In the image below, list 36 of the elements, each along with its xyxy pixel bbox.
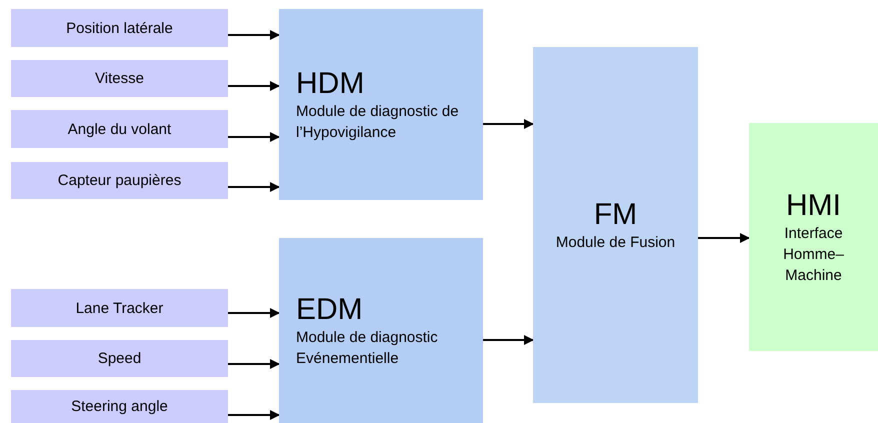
- arrow: [228, 308, 280, 318]
- module-box: [533, 47, 698, 403]
- input-label: Capteur paupières: [58, 172, 182, 189]
- input-label: Vitesse: [95, 70, 144, 87]
- module-description: Module de Fusion: [556, 232, 676, 252]
- arrow: [698, 233, 750, 243]
- input-label: Angle du volant: [68, 120, 172, 138]
- module-box: [279, 9, 483, 200]
- input-label: Position latérale: [66, 20, 173, 36]
- arrow: [483, 335, 534, 345]
- arrow: [228, 132, 280, 142]
- arrow: [228, 410, 280, 420]
- module-acronym: EDM: [296, 292, 364, 326]
- arrow: [483, 119, 534, 129]
- arrow: [228, 30, 280, 40]
- input-label: Lane Tracker: [76, 300, 164, 316]
- input-box: [11, 340, 228, 377]
- module-description: Module de diagnostic de l’Hypovigilance: [296, 102, 460, 142]
- module-acronym: HDM: [296, 66, 366, 100]
- module-box: [749, 123, 878, 351]
- module-acronym: FM: [594, 198, 638, 232]
- input-box: [11, 60, 228, 97]
- arrow: [228, 359, 280, 369]
- arrow: [228, 81, 280, 91]
- module-acronym: HMI: [786, 188, 841, 222]
- input-box: [11, 110, 228, 148]
- module-description: Interface Homme–Machine: [782, 224, 845, 286]
- input-label: Speed: [98, 350, 142, 367]
- arrow: [228, 182, 280, 192]
- module-box: [279, 238, 483, 423]
- input-box: [11, 162, 228, 199]
- input-label: Steering angle: [71, 398, 168, 415]
- module-description: Module de diagnostic Evénementielle: [296, 328, 439, 368]
- input-box: [11, 9, 228, 47]
- input-box: [11, 390, 228, 423]
- input-box: [11, 289, 228, 327]
